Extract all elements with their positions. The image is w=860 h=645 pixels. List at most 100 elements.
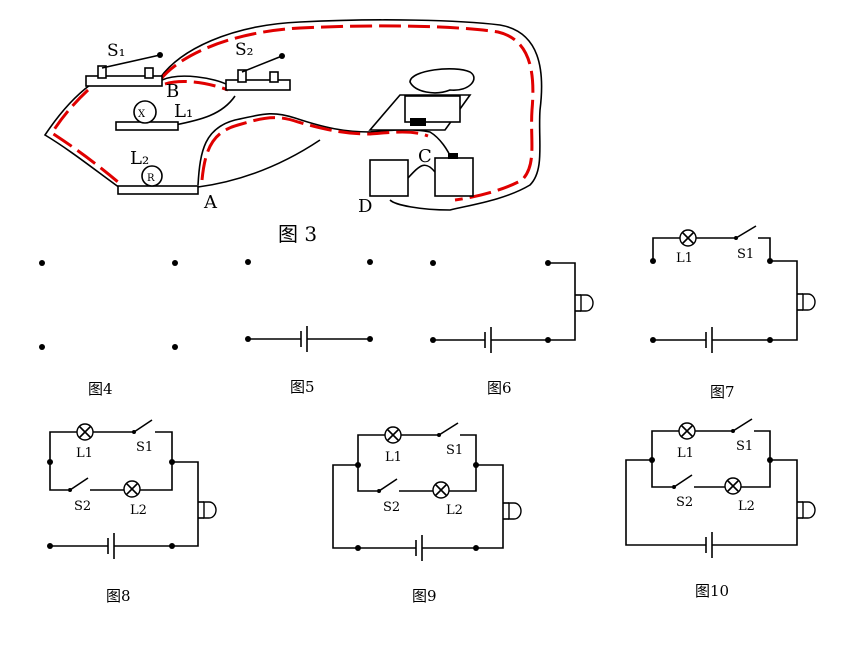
- fig3-wire-a-lower: [197, 139, 321, 188]
- fig9-label-l1: L1: [385, 450, 402, 465]
- fig9-label-s2: S2: [383, 500, 400, 515]
- fig5-caption: 图5: [290, 378, 315, 396]
- fig10-label-s1: S1: [736, 439, 753, 454]
- fig5-point: [367, 336, 373, 342]
- fig8-node: [169, 543, 175, 549]
- fig9-caption: 图9: [412, 587, 437, 605]
- fig3-battery: [369, 153, 474, 197]
- fig5-point: [367, 259, 373, 265]
- fig3-label-s2: S₂: [235, 40, 253, 60]
- fig8-lamp-l1-symbol: [76, 423, 94, 441]
- fig7-lamp-l1-symbol: [679, 229, 697, 247]
- fig9-switch-s1-symbol: [437, 422, 459, 437]
- fig10-label-s2: S2: [676, 495, 693, 510]
- fig5-point: [245, 259, 251, 265]
- fig3-current-arrows-b: [164, 80, 229, 92]
- fig6-point: [545, 337, 551, 343]
- fig7-battery-symbol: [705, 327, 713, 353]
- fig7-bell-symbol: [796, 292, 816, 312]
- fig6-point: [430, 337, 436, 343]
- fig4-point: [172, 260, 178, 266]
- figure-6: 图6: [430, 260, 594, 397]
- fig7-node: [767, 337, 773, 343]
- fig7-node: [650, 337, 656, 343]
- fig3-switch-s2: [225, 53, 291, 91]
- fig3-wire-l1-to-s2: [174, 95, 236, 126]
- fig9-label-l2: L2: [446, 503, 463, 518]
- fig10-switch-s1-symbol: [731, 418, 753, 433]
- fig10-lamp-l2-symbol: [724, 477, 742, 495]
- fig8-caption: 图8: [106, 587, 131, 605]
- fig8-label-s1: S1: [136, 440, 153, 455]
- fig7-label-s1: S1: [737, 247, 754, 262]
- fig3-caption: 图 3: [278, 222, 317, 246]
- fig7-node: [650, 258, 656, 264]
- figure-7: L1 S1 图7: [650, 225, 816, 401]
- fig4-caption: 图4: [88, 380, 113, 398]
- fig3-wire-left: [43, 84, 121, 189]
- fig8-label-l2: L2: [130, 503, 147, 518]
- fig9-battery-symbol: [415, 535, 423, 561]
- fig9-lamp-l1-symbol: [384, 426, 402, 444]
- fig8-battery-symbol: [107, 533, 115, 559]
- fig3-wire-b-to-s2: [161, 75, 229, 86]
- fig3-label-c: C: [418, 146, 432, 167]
- figure-3: X R S₁ S₂ B L₁ L₂ A C D 图 3: [43, 19, 543, 246]
- fig5-battery-symbol: [300, 326, 308, 352]
- fig3-current-arrows-top: [158, 24, 535, 202]
- fig3-lamp-l2: R: [117, 165, 199, 195]
- figure-5: 图5: [245, 259, 373, 396]
- fig3-current-arrows-middle: [200, 116, 429, 181]
- fig3-label-d: D: [358, 196, 372, 217]
- figure-9: L1 S1 S2 L2 图9: [332, 422, 522, 605]
- fig9-bell-symbol: [502, 501, 522, 521]
- fig8-node: [47, 459, 53, 465]
- fig3-bell: [368, 68, 475, 131]
- fig3-wire-top-loop: [159, 19, 543, 211]
- fig8-bell-symbol: [197, 500, 217, 520]
- fig10-switch-s2-symbol: [672, 474, 693, 489]
- fig8-label-l1: L1: [76, 446, 93, 461]
- fig8-switch-s1-symbol: [132, 419, 153, 434]
- fig3-label-a: A: [203, 192, 218, 213]
- fig3-current-arrows-left: [49, 88, 119, 184]
- fig3-label-l1: L₁: [174, 101, 193, 122]
- svg-text:R: R: [147, 173, 155, 184]
- fig6-caption: 图6: [487, 379, 512, 397]
- fig4-point: [172, 344, 178, 350]
- fig6-battery-symbol: [484, 327, 492, 353]
- fig9-switch-s2-symbol: [377, 478, 398, 493]
- figure-4: 图4: [39, 260, 178, 398]
- fig4-point: [39, 344, 45, 350]
- fig3-label-b: B: [166, 81, 179, 102]
- svg-text:X: X: [138, 109, 146, 120]
- fig7-label-l1: L1: [676, 251, 693, 266]
- fig6-point: [430, 260, 436, 266]
- fig9-lamp-l2-symbol: [432, 481, 450, 499]
- fig3-label-l2: L₂: [130, 148, 149, 169]
- fig8-switch-s2-symbol: [68, 477, 89, 492]
- fig3-label-s1: S₁: [107, 41, 125, 61]
- fig3-switch-s1: [85, 52, 163, 87]
- fig9-node: [473, 545, 479, 551]
- figure-8: L1 S1 S2 L2 图8: [47, 419, 217, 605]
- fig10-label-l1: L1: [677, 446, 694, 461]
- fig3-lamp-l1: X: [115, 100, 179, 131]
- fig10-bell-symbol: [796, 500, 816, 520]
- fig9-node: [355, 545, 361, 551]
- fig4-point: [39, 260, 45, 266]
- fig10-battery-symbol: [705, 532, 713, 558]
- fig8-node: [47, 543, 53, 549]
- figure-10: L1 S1 S2 L2 图10: [625, 418, 816, 600]
- fig6-bell-symbol: [574, 293, 594, 313]
- fig10-label-l2: L2: [738, 499, 755, 514]
- fig7-switch-s1-symbol: [734, 225, 757, 240]
- fig3-wire-middle: [197, 112, 453, 186]
- fig7-caption: 图7: [710, 383, 735, 401]
- fig10-lamp-l1-symbol: [678, 422, 696, 440]
- fig8-label-s2: S2: [74, 499, 91, 514]
- fig5-point: [245, 336, 251, 342]
- fig10-caption: 图10: [695, 582, 729, 600]
- fig9-label-s1: S1: [446, 443, 463, 458]
